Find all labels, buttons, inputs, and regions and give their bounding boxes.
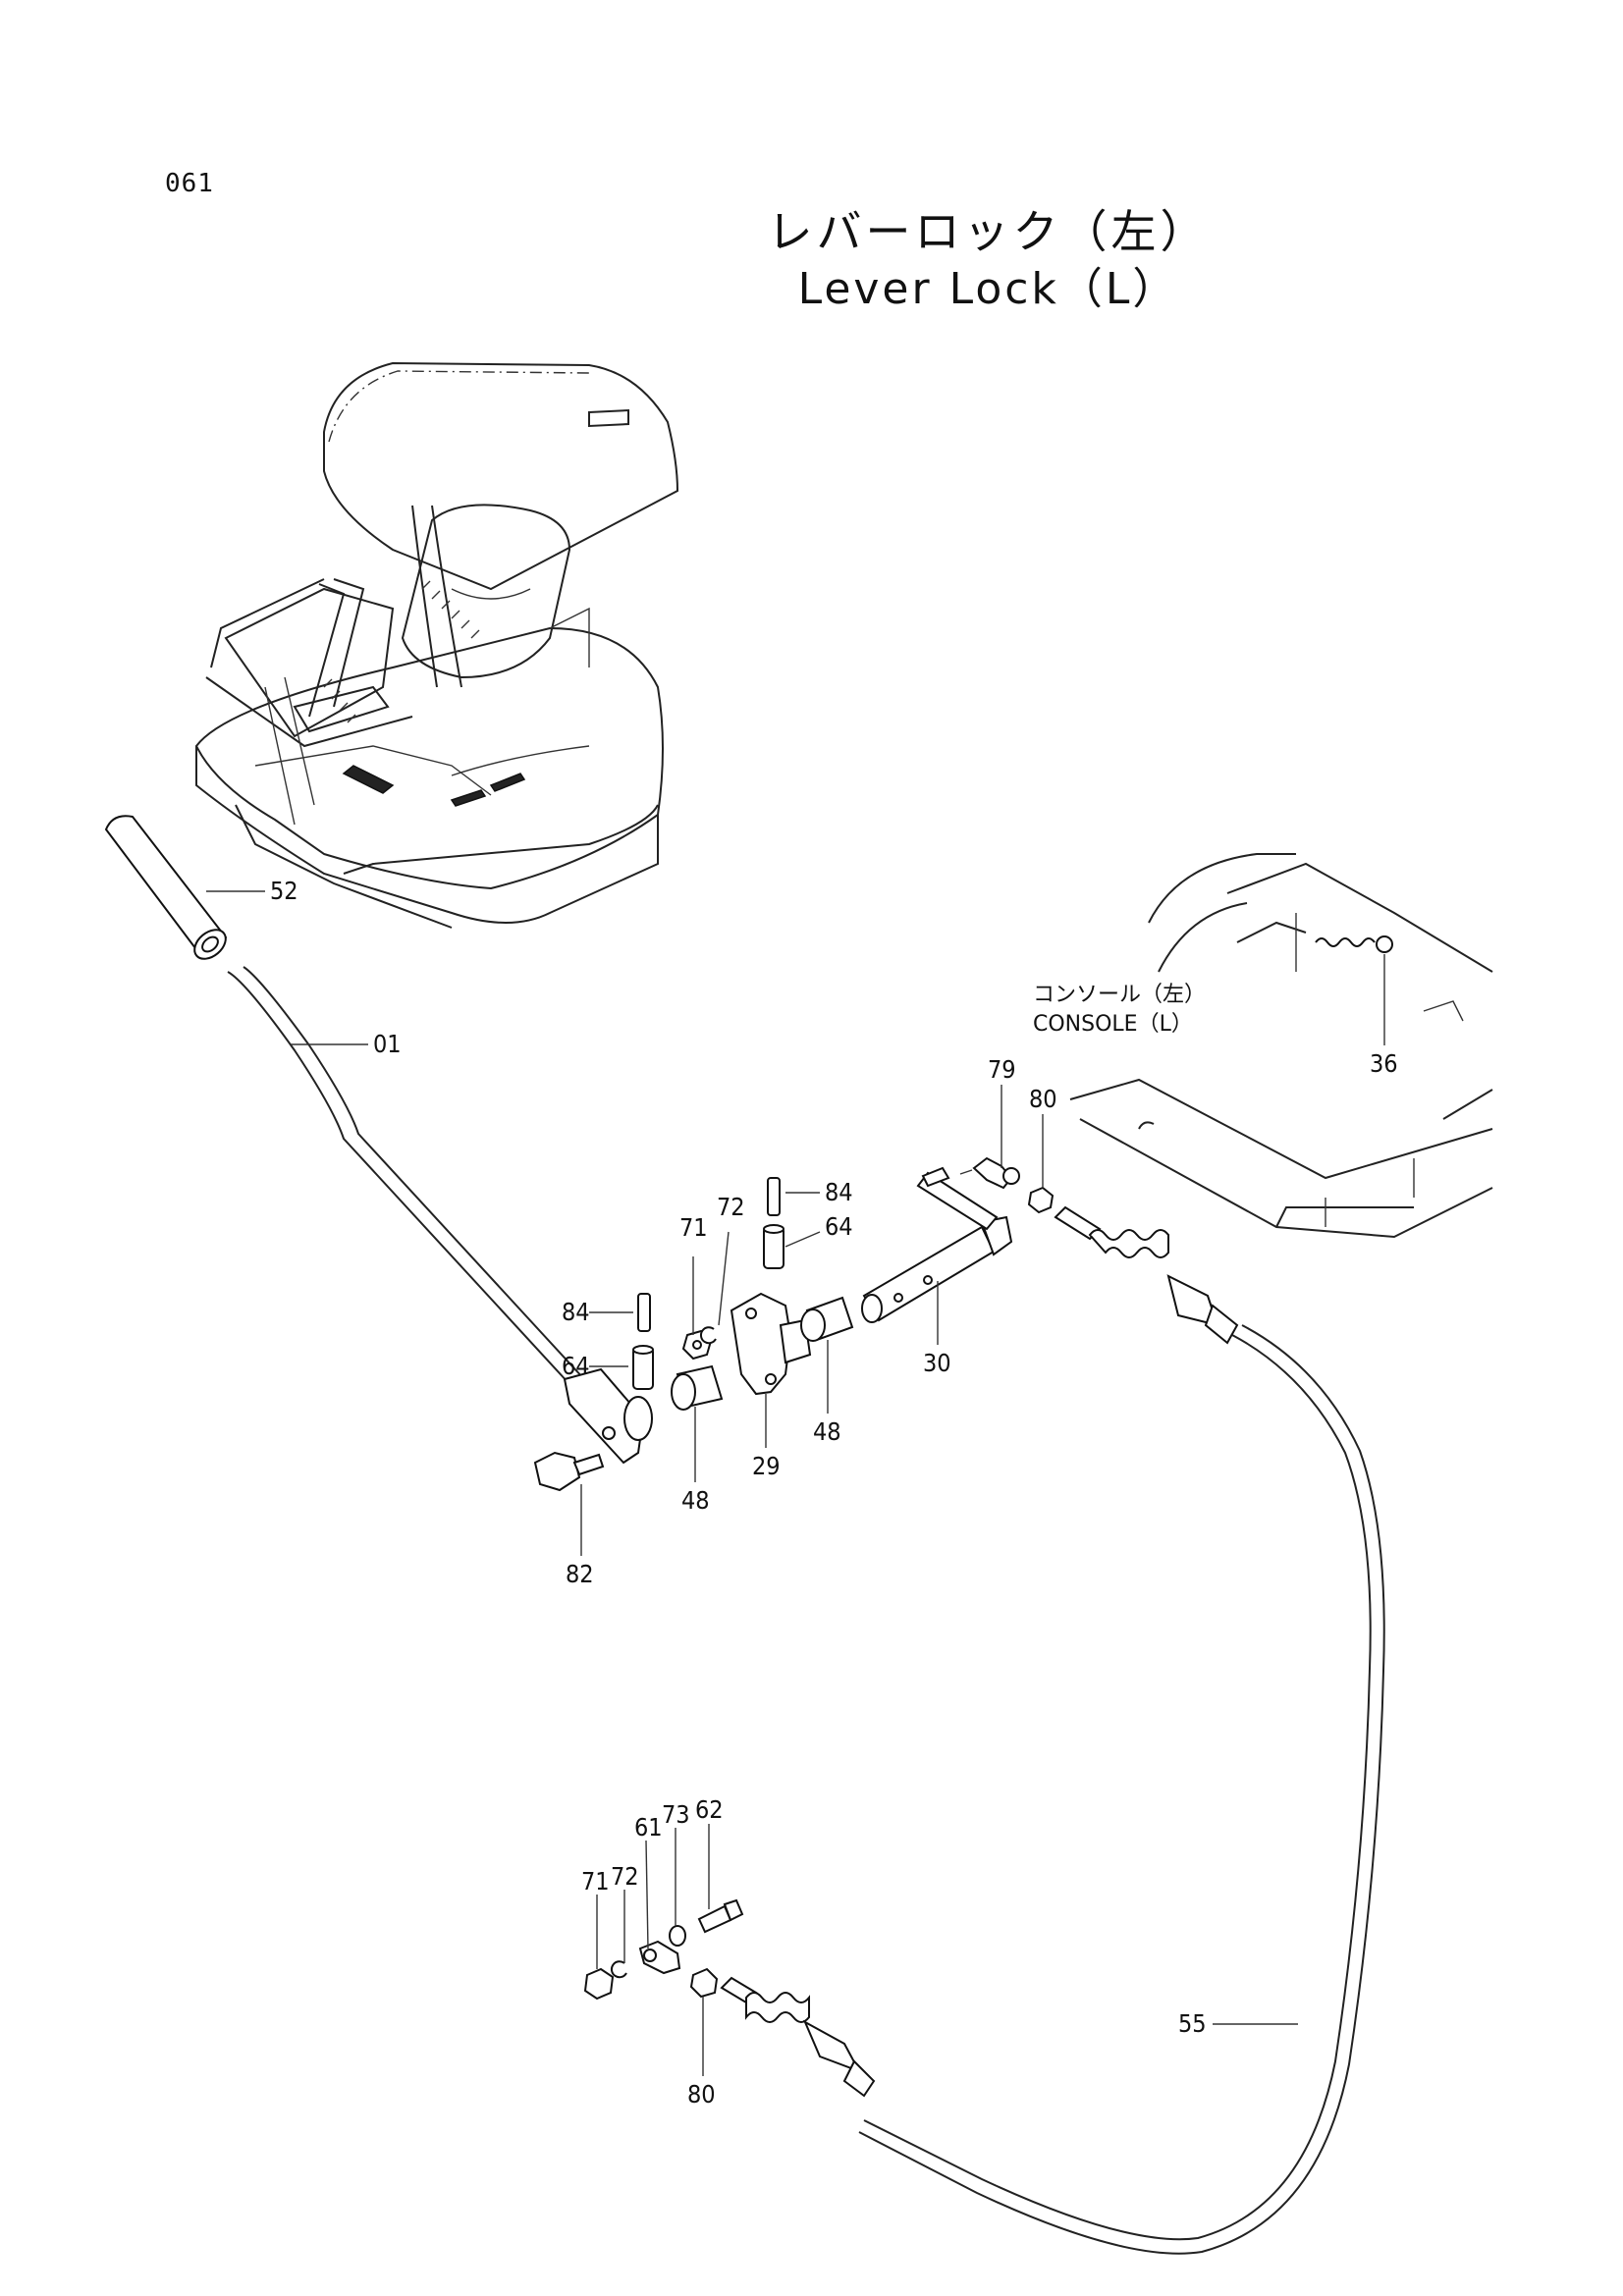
console-label-english: CONSOLE（L）	[1033, 1012, 1193, 1037]
cable-part-55	[858, 1324, 1385, 2255]
callout-62: 62	[695, 1795, 724, 1824]
callout-84-left: 84	[562, 1298, 590, 1326]
washer-part-72-lower	[610, 1960, 627, 1979]
callout-55: 55	[1178, 2009, 1207, 2038]
callout-73: 73	[662, 1800, 690, 1829]
bolt-part-82	[533, 1451, 605, 1492]
callout-30: 30	[923, 1349, 951, 1377]
callout-80-upper: 80	[1029, 1085, 1057, 1113]
bushing-part-48-lower	[671, 1364, 724, 1411]
pin-part-84-right	[767, 1177, 781, 1216]
callout-01: 01	[373, 1030, 402, 1058]
callout-52: 52	[270, 877, 298, 905]
leader-lines	[206, 890, 1385, 2076]
nut-part-80-upper	[1027, 1186, 1055, 1214]
callout-71-lower: 71	[581, 1867, 610, 1896]
title-japanese: レバーロック（左）	[767, 205, 1210, 258]
callout-72-upper: 72	[717, 1193, 745, 1221]
callout-64-left: 64	[562, 1352, 590, 1380]
nut-part-80-lower	[689, 1967, 719, 1999]
callout-64-right: 64	[825, 1212, 853, 1241]
shaft-part-30	[861, 1166, 1013, 1323]
callout-48-lower: 48	[681, 1486, 710, 1515]
nut-part-71-lower	[583, 1967, 615, 2001]
bushing-part-64-left	[632, 1345, 654, 1390]
title-english: Lever Lock（L）	[797, 264, 1179, 314]
callout-29: 29	[752, 1452, 781, 1480]
page-number: 061	[165, 169, 214, 198]
pin-part-84-left	[637, 1293, 651, 1332]
lever-rod-part-01	[227, 966, 653, 1465]
callout-82: 82	[566, 1560, 594, 1588]
callout-71-upper: 71	[679, 1213, 708, 1242]
plate-part-29	[730, 1292, 812, 1396]
washer-part-73	[669, 1925, 686, 1947]
machine-overview-illustration	[194, 361, 679, 929]
callout-48-upper: 48	[813, 1417, 841, 1446]
callout-61: 61	[634, 1813, 663, 1842]
callout-36: 36	[1370, 1049, 1398, 1078]
callout-84-right: 84	[825, 1178, 853, 1206]
bushing-part-48-upper	[800, 1296, 854, 1342]
washer-part-72-upper	[699, 1326, 717, 1345]
rod-end-part-79	[959, 1156, 1020, 1190]
cable-upper-fitting	[1054, 1205, 1239, 1345]
console-reference-illustration	[1069, 853, 1493, 1239]
callout-80-lower: 80	[687, 2080, 716, 2109]
callout-79: 79	[988, 1055, 1016, 1084]
callout-72-lower: 72	[611, 1862, 639, 1891]
grip-part-52	[104, 815, 228, 960]
console-label-japanese: コンソール（左）	[1033, 983, 1206, 1007]
bushing-part-64-right	[763, 1224, 784, 1269]
cable-lower-fitting	[720, 1976, 876, 2098]
rod-end-part-61	[638, 1940, 681, 1975]
bolt-part-62	[697, 1898, 744, 1934]
